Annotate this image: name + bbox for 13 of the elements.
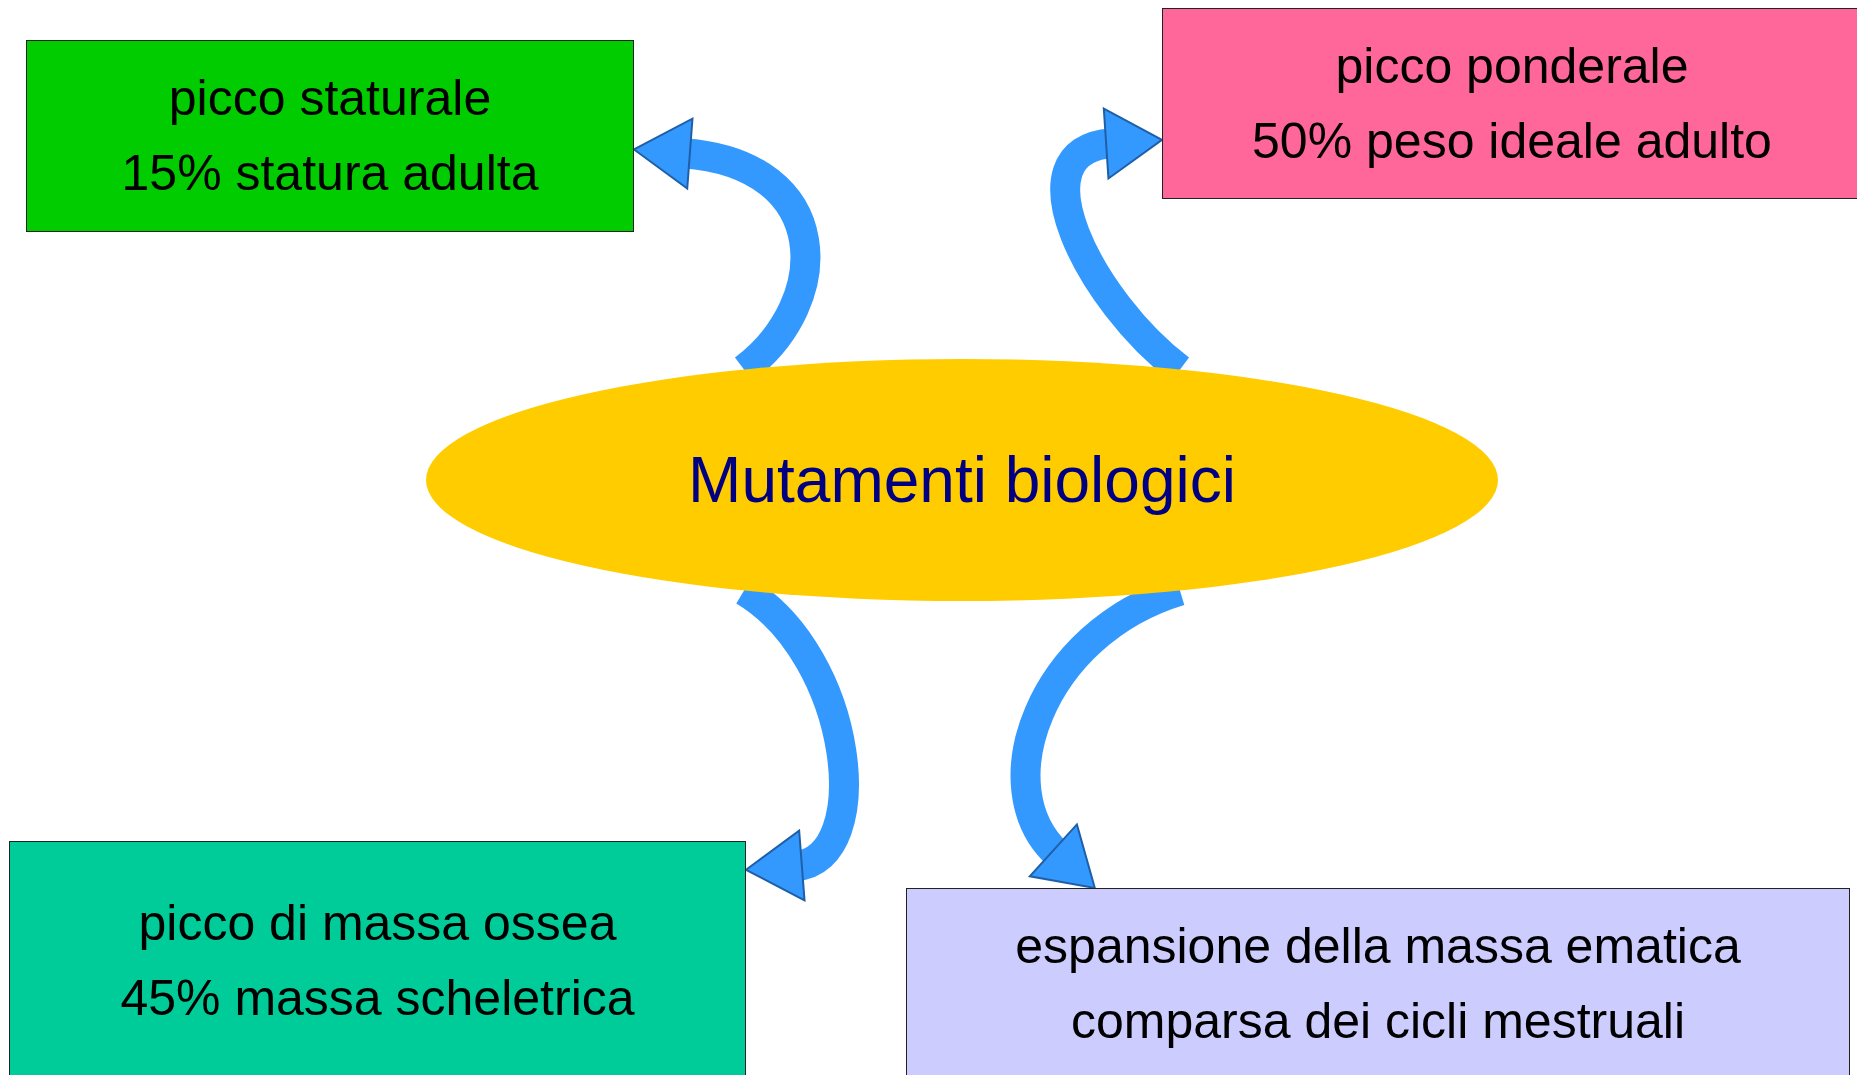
box-text: comparsa dei cicli mestruali <box>1070 992 1686 1051</box>
box-text: picco di massa ossea <box>138 894 617 953</box>
box-text: 45% massa scheletrica <box>120 969 635 1028</box>
box-text: 50% peso ideale adulto <box>1252 111 1772 171</box>
info-box <box>1162 8 1857 199</box>
box-text: picco ponderale <box>1335 36 1689 96</box>
info-box <box>9 841 746 1075</box>
box-text: espansione della massa ematica <box>1015 917 1741 976</box>
info-box <box>906 888 1850 1075</box>
box-text: picco staturale <box>168 69 492 128</box>
info-box <box>26 40 634 232</box>
box-text: 15% statura adulta <box>121 144 539 203</box>
topic-title: Mutamenti biologici <box>688 443 1236 518</box>
